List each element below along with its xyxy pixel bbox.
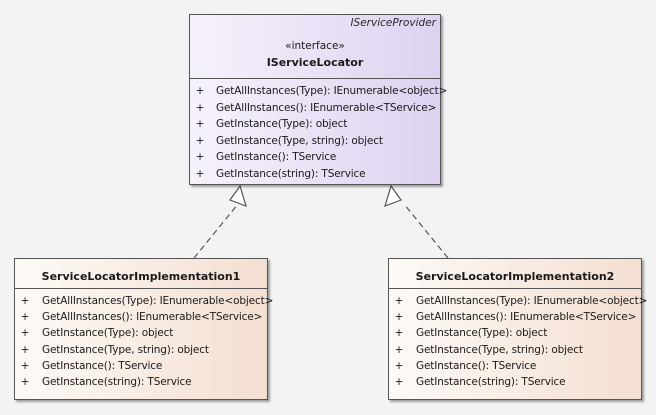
class-operations: + GetAllInstances(Type): IEnumerable<obje… xyxy=(389,289,648,390)
visibility-marker: + xyxy=(195,118,205,131)
visibility-marker: + xyxy=(20,343,30,356)
interface-parent-name: IServiceProvider xyxy=(350,17,436,29)
realization-arrowhead-impl2 xyxy=(384,184,402,207)
operation-signature: GetInstance(Type, string): object xyxy=(216,134,383,147)
class-header: ServiceLocatorImplementation2 xyxy=(389,259,641,289)
operation-row[interactable]: + GetAllInstances(Type): IEnumerable<obje… xyxy=(15,293,274,309)
operation-signature: GetInstance(Type): object xyxy=(216,118,348,131)
visibility-marker: + xyxy=(20,359,30,372)
operation-row[interactable]: + GetInstance(): TService xyxy=(190,149,440,166)
operation-signature: GetAllInstances(): IEnumerable<TService> xyxy=(216,101,437,114)
operation-row[interactable]: + GetInstance(): TService xyxy=(15,358,267,374)
operation-row[interactable]: + GetInstance(): TService xyxy=(389,358,641,374)
operation-signature: GetAllInstances(Type): IEnumerable<objec… xyxy=(416,295,648,307)
operation-signature: GetInstance(string): TService xyxy=(216,167,366,180)
operation-signature: GetInstance(): TService xyxy=(416,359,537,372)
operation-row[interactable]: + GetInstance(Type, string): object xyxy=(15,342,267,358)
operation-row[interactable]: + GetAllInstances(): IEnumerable<TService… xyxy=(190,100,440,117)
visibility-marker: + xyxy=(20,311,30,324)
class-servicelocatorimplementation1[interactable]: ServiceLocatorImplementation1 + GetAllIns… xyxy=(14,258,274,400)
class-servicelocatorimplementation2[interactable]: ServiceLocatorImplementation2 + GetAllIns… xyxy=(388,258,648,400)
visibility-marker: + xyxy=(20,327,30,340)
operation-signature: GetInstance(): TService xyxy=(42,359,163,372)
operation-signature: GetInstance(Type, string): object xyxy=(416,343,583,356)
class-name: ServiceLocatorImplementation1 xyxy=(41,270,241,283)
operation-row[interactable]: + GetAllInstances(): IEnumerable<TService… xyxy=(389,309,641,325)
operation-row[interactable]: + GetInstance(string): TService xyxy=(389,374,641,390)
operation-signature: GetInstance(Type): object xyxy=(42,327,174,340)
operation-signature: GetAllInstances(Type): IEnumerable<objec… xyxy=(42,295,274,307)
visibility-marker: + xyxy=(195,85,205,97)
visibility-marker: + xyxy=(394,359,404,372)
visibility-marker: + xyxy=(394,375,404,388)
operation-row[interactable]: + GetInstance(Type): object xyxy=(389,325,641,341)
interface-operations: + GetAllInstances(Type): IEnumerable<obje… xyxy=(190,79,448,183)
class-name: ServiceLocatorImplementation2 xyxy=(415,270,615,283)
operation-row[interactable]: + GetInstance(Type, string): object xyxy=(190,133,440,150)
operation-row[interactable]: + GetInstance(Type): object xyxy=(190,116,440,133)
visibility-marker: + xyxy=(195,151,205,164)
realization-arrowhead-impl1 xyxy=(229,184,247,207)
operation-row[interactable]: + GetAllInstances(): IEnumerable<TService… xyxy=(15,309,267,325)
operation-row[interactable]: + GetAllInstances(Type): IEnumerable<obje… xyxy=(190,83,448,100)
operation-signature: GetInstance(Type): object xyxy=(416,327,548,340)
realization-line-impl1[interactable] xyxy=(193,203,239,259)
operation-signature: GetInstance(string): TService xyxy=(416,375,566,388)
class-operations: + GetAllInstances(Type): IEnumerable<obje… xyxy=(15,289,274,390)
visibility-marker: + xyxy=(195,101,205,114)
visibility-marker: + xyxy=(394,327,404,340)
operation-row[interactable]: + GetInstance(string): TService xyxy=(190,166,440,183)
operation-signature: GetInstance(): TService xyxy=(216,151,337,164)
visibility-marker: + xyxy=(20,295,30,307)
interface-name: IServiceLocator xyxy=(266,56,364,69)
visibility-marker: + xyxy=(394,343,404,356)
operation-row[interactable]: + GetInstance(string): TService xyxy=(15,374,267,390)
operation-signature: GetAllInstances(Type): IEnumerable<objec… xyxy=(216,85,448,97)
operation-row[interactable]: + GetInstance(Type, string): object xyxy=(389,342,641,358)
class-header: ServiceLocatorImplementation1 xyxy=(15,259,267,289)
interface-stereotype: «interface» xyxy=(285,40,345,52)
operation-signature: GetInstance(Type, string): object xyxy=(42,343,209,356)
visibility-marker: + xyxy=(20,375,30,388)
operation-signature: GetAllInstances(): IEnumerable<TService> xyxy=(42,311,263,324)
visibility-marker: + xyxy=(394,295,404,307)
operation-row[interactable]: + GetInstance(Type): object xyxy=(15,325,267,341)
visibility-marker: + xyxy=(195,134,205,147)
realization-line-impl2[interactable] xyxy=(403,203,449,259)
visibility-marker: + xyxy=(394,311,404,324)
operation-signature: GetAllInstances(): IEnumerable<TService> xyxy=(416,311,637,324)
operation-signature: GetInstance(string): TService xyxy=(42,375,192,388)
operation-row[interactable]: + GetAllInstances(Type): IEnumerable<obje… xyxy=(389,293,648,309)
interface-iservicelocator[interactable]: IServiceProvider «interface» IServiceLoc… xyxy=(189,14,448,185)
interface-header: IServiceProvider «interface» IServiceLoc… xyxy=(190,15,440,79)
visibility-marker: + xyxy=(195,167,205,180)
